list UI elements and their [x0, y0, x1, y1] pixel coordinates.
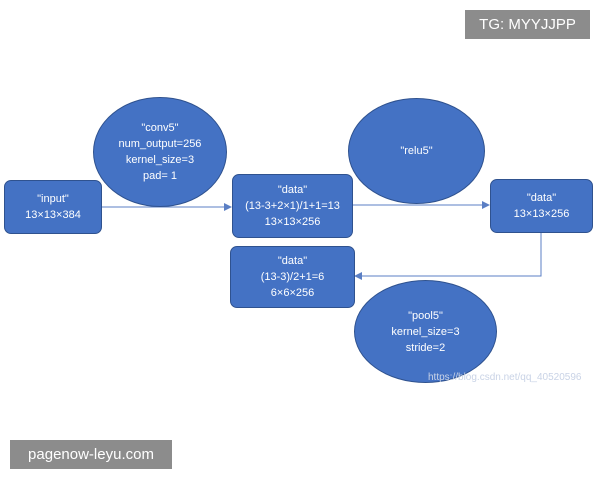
node-data-conv-line: "data": [277, 184, 308, 196]
node-conv5-line: "conv5": [141, 122, 179, 134]
node-relu5: "relu5": [348, 98, 485, 204]
node-data-relu: "data" 13×13×256: [490, 179, 593, 233]
node-data-pool-line: (13-3)/2+1=6: [260, 271, 325, 283]
node-data-relu-line: 13×13×256: [513, 208, 570, 220]
node-pool5: "pool5" kernel_size=3 stride=2: [354, 280, 497, 383]
node-data-conv: "data" (13-3+2×1)/1+1=13 13×13×256: [232, 174, 353, 238]
node-conv5-line: kernel_size=3: [125, 154, 195, 166]
watermark-bottom-badge: pagenow-leyu.com: [10, 440, 172, 469]
node-input: "input" 13×13×384: [4, 180, 102, 234]
node-conv5-line: pad= 1: [143, 170, 177, 182]
node-pool5-line: "pool5": [408, 309, 443, 322]
node-data-relu-line: "data": [526, 192, 557, 204]
node-input-line: 13×13×384: [25, 209, 81, 221]
node-input-line: "input": [37, 193, 69, 205]
node-relu5-line: "relu5": [400, 145, 433, 157]
node-data-pool: "data" (13-3)/2+1=6 6×6×256: [230, 246, 355, 308]
edge-data-relu-to-data-pool: [354, 233, 542, 280]
node-conv5-line: num_output=256: [118, 138, 202, 150]
watermark-url-text: https://blog.csdn.net/qq_40520596: [428, 372, 582, 383]
node-data-pool-line: "data": [277, 255, 308, 267]
node-data-conv-line: (13-3+2×1)/1+1=13: [245, 200, 340, 212]
watermark-top-badge: TG: MYYJJPP: [465, 10, 590, 39]
node-conv5: "conv5" num_output=256 kernel_size=3 pad…: [93, 97, 227, 207]
node-data-conv-line: 13×13×256: [264, 216, 321, 228]
node-data-pool-line: 6×6×256: [270, 287, 315, 299]
node-pool5-line: stride=2: [405, 341, 446, 354]
node-pool5-line: kernel_size=3: [391, 325, 460, 338]
